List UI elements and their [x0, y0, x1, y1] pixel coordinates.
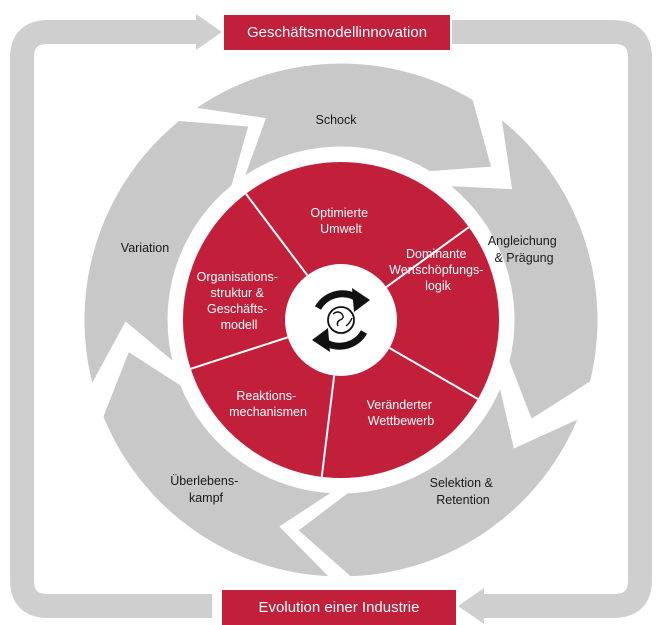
- stage-label-ueberlebenskampf: Überlebens- kampf: [170, 474, 242, 505]
- segment-label-reaktionsmechanismen: Reaktions- mechanismen: [229, 389, 307, 419]
- stage-label-schock: Schock: [316, 113, 358, 127]
- top-box-geschaeftsmodellinnovation: Geschäftsmodellinnovation: [224, 15, 450, 50]
- outer-cycle-ring: [81, 60, 601, 580]
- ring-segment-angleichung: [442, 113, 601, 424]
- frame-left-path: [10, 20, 212, 618]
- bottom-box-evolution-einer-industrie: Evolution einer Industrie: [222, 590, 456, 625]
- frame-arrowhead-bottom: [458, 588, 484, 624]
- pie-divider-1: [245, 193, 309, 276]
- pie-divider-4: [320, 375, 336, 477]
- frame-right-path: [452, 20, 652, 618]
- center-hub: [285, 264, 397, 376]
- segment-label-veraenderter-wettbewerb: Veränderter Wettbewerb: [367, 398, 436, 428]
- pie-divider-2: [385, 226, 470, 288]
- pie-divider-3: [388, 347, 479, 400]
- pie-divider-5: [190, 336, 289, 370]
- ring-segment-ueberlebenskampf: [100, 347, 340, 580]
- segment-label-optimierte-umwelt: Optimierte Umwelt: [310, 206, 371, 236]
- ring-segment-selektion: [293, 379, 584, 580]
- globe-cycle-icon: [312, 288, 370, 352]
- stage-label-selektion: Selektion & Retention: [430, 476, 497, 507]
- stage-label-angleichung: Angleichung & Prägung: [488, 234, 560, 265]
- outer-frame-loop: [10, 14, 652, 624]
- stage-label-variation: Variation: [121, 241, 169, 255]
- segment-label-dominante-logik: Dominante Wertschöpfungs- logik: [389, 247, 487, 293]
- ring-segment-schock: [189, 60, 495, 184]
- frame-arrowhead-top: [196, 14, 222, 50]
- ring-segment-variation: [81, 117, 253, 391]
- segment-label-organisationsstruktur: Organisations- struktur & Geschäfts- mod…: [197, 270, 282, 332]
